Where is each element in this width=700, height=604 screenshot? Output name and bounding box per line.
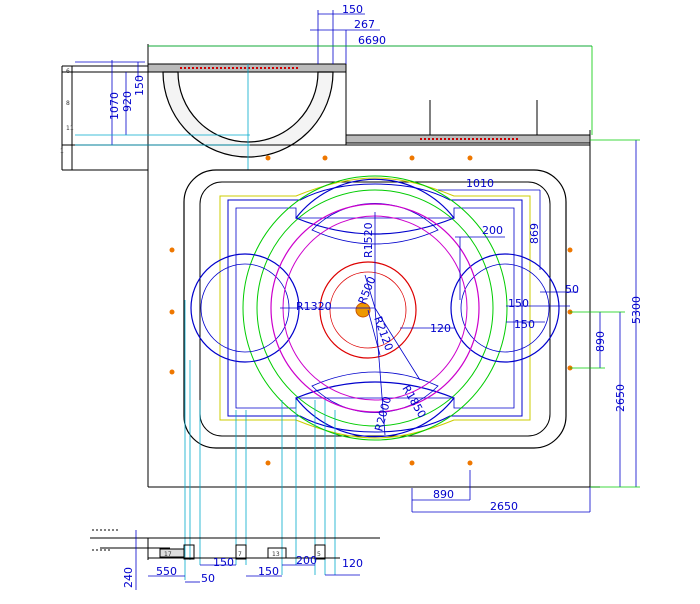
dim-label: 150 [508, 297, 529, 310]
dim-label: 890 [594, 331, 607, 352]
dim-label: R1520 [362, 222, 375, 258]
spotlight-icons [169, 155, 573, 466]
dim-label: 890 [433, 488, 454, 501]
dim-label: 150 [133, 75, 146, 96]
spotlight-icon [265, 155, 271, 161]
spotlight-icon [169, 309, 175, 315]
dim-label: 50 [201, 572, 215, 585]
dim-label: 150 [514, 318, 535, 331]
profile-block [159, 548, 185, 558]
right-dims: 890 2650 5300 [570, 139, 643, 488]
spotlight-icon [409, 460, 415, 466]
right-lobe-inner [460, 263, 550, 353]
dim-label: 120 [342, 557, 363, 570]
main-plan: R1520 R1320 R500 R2120 120 R1850 R2000 1… [169, 155, 579, 466]
spotlight-icon [567, 247, 573, 253]
red-circle-outer [319, 261, 417, 359]
section-mark: 11 [66, 125, 74, 132]
right-inner-dims [438, 189, 578, 323]
dim-label: 550 [156, 565, 177, 578]
chandelier-icon [355, 302, 371, 318]
dim-label: 200 [482, 224, 503, 237]
section-mark: 6 [66, 68, 70, 75]
spotlight-icon [169, 247, 175, 253]
bottom-dims: 890 2650 [184, 300, 591, 580]
dim-label: 920 [121, 91, 134, 112]
spotlight-icon [169, 369, 175, 375]
dim-label: 2650 [614, 384, 627, 412]
top-arch [162, 71, 334, 158]
spotlight-icon [409, 155, 415, 161]
dim-label: 240 [122, 567, 135, 588]
dim-label: 150 [213, 556, 234, 569]
top-beam [147, 63, 347, 73]
dim-label: 267 [354, 18, 375, 31]
cross-frame-outer [227, 183, 523, 433]
section-mark: 7 [238, 551, 242, 558]
spotlight-icon [265, 460, 271, 466]
dim-label: 50 [565, 283, 579, 296]
yellow-trim [219, 177, 531, 439]
dim-label: 150 [258, 565, 279, 578]
section-mark: 17 [164, 551, 172, 558]
dim-label: 150 [342, 3, 363, 16]
green-circle-inner [256, 189, 494, 427]
spotlight-icon [467, 155, 473, 161]
dim-label: 2650 [490, 500, 518, 513]
dim-label: R2000 [372, 395, 394, 433]
red-circle-inner [329, 271, 407, 349]
dim-label: 5300 [630, 296, 643, 324]
section-mark: 13 [272, 551, 280, 558]
outer-frame [183, 169, 567, 449]
dim-label: R1320 [296, 300, 332, 313]
magenta-circle-outer [270, 203, 480, 413]
dim-label: 1070 [108, 92, 121, 120]
top-lobe [295, 178, 455, 235]
dim-label: 869 [528, 223, 541, 244]
radius-leaders [280, 212, 455, 436]
dim-label: 1010 [466, 177, 494, 190]
inner-frame [199, 181, 551, 437]
green-circle-outer [242, 175, 508, 441]
right-lobe [450, 253, 560, 363]
dim-label: 6690 [358, 34, 386, 47]
dim-label: 200 [296, 554, 317, 567]
bottom-section: 17 7 13 5 240 550 50 150 150 200 120 [90, 529, 380, 590]
section-mark: 8 [66, 100, 70, 107]
left-dim-lines [75, 60, 145, 145]
top-section: 6 8 11 1 [60, 3, 600, 488]
dim-label: 120 [430, 322, 451, 335]
spotlight-icon [467, 460, 473, 466]
dim-label: R2120 [371, 315, 395, 353]
spotlight-icon [322, 155, 328, 161]
section-mark: 1 [60, 148, 64, 155]
bottom-lobe [295, 381, 455, 438]
section-mark: 5 [317, 551, 321, 558]
